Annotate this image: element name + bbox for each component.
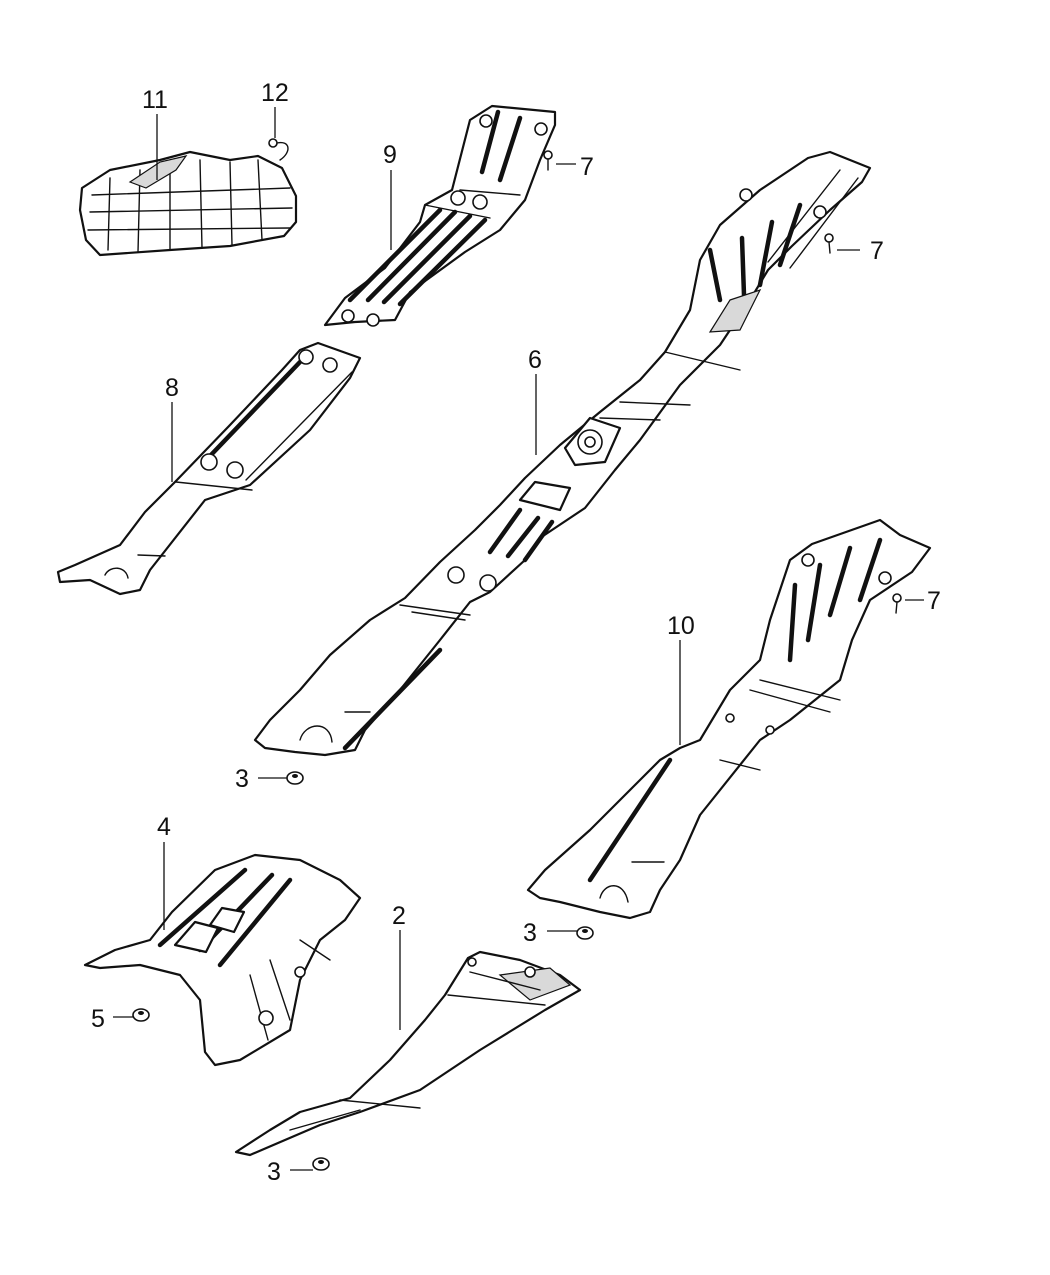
part-11-heat-shield [78, 150, 298, 257]
callout-3-right: 3 [523, 919, 537, 947]
callout-labels: 11 12 9 7 7 8 6 7 10 3 4 2 3 5 3 [91, 79, 941, 1186]
callout-6: 6 [528, 346, 542, 374]
callout-11: 11 [142, 86, 168, 114]
callout-9: 9 [383, 141, 397, 169]
callout-3-bottom: 3 [267, 1158, 281, 1186]
callout-10: 10 [667, 612, 695, 640]
part-7-bolt-a [543, 150, 553, 171]
part-7-bolt-b [824, 233, 834, 254]
callout-7-right: 7 [870, 237, 884, 265]
part-3-nut-c [312, 1157, 330, 1171]
part-4-heat-shield [83, 853, 362, 1067]
callout-2: 2 [392, 902, 406, 930]
part-8-heat-shield [56, 341, 362, 596]
callout-8: 8 [165, 374, 179, 402]
callout-12: 12 [261, 79, 289, 107]
part-3-nut-b [576, 926, 594, 940]
callout-4: 4 [157, 813, 171, 841]
leader-lines [113, 107, 924, 1171]
callout-5: 5 [91, 1005, 105, 1033]
part-10-heat-shield [526, 518, 932, 920]
part-7-bolt-c [892, 593, 902, 614]
callout-3-center: 3 [235, 765, 249, 793]
callout-7-top: 7 [580, 153, 594, 181]
part-2-heat-shield [234, 950, 582, 1157]
part-12-nut [268, 138, 289, 161]
callout-7-lower: 7 [927, 587, 941, 615]
part-9-heat-shield [323, 104, 557, 327]
part-3-nut-a [286, 771, 304, 785]
part-6-heat-shield [253, 150, 872, 757]
part-5-nut [132, 1008, 150, 1022]
